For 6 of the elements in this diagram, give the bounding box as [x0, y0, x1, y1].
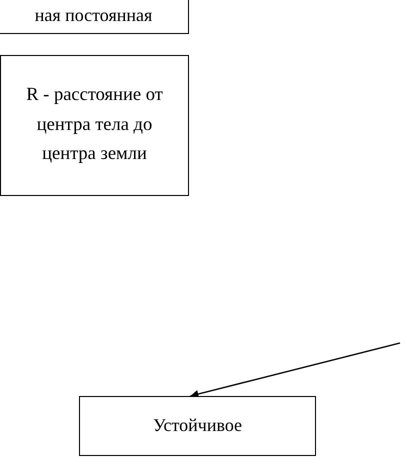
box-text: Устойчивое	[152, 415, 242, 437]
box-text: R - расстояние от центра тела до центра земли	[25, 84, 164, 166]
arrow	[190, 342, 400, 398]
box-text: ная постоянная	[34, 5, 152, 27]
text-box	[79, 396, 316, 456]
text-box	[0, 55, 189, 196]
